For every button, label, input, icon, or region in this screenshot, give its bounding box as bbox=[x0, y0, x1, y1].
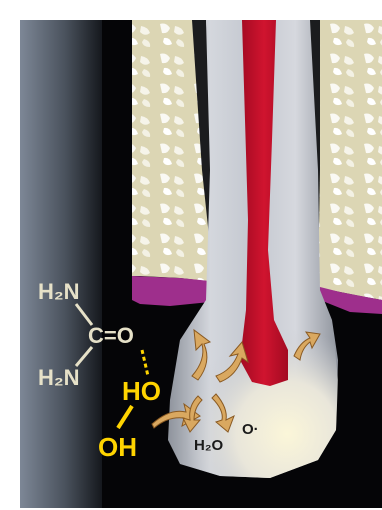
label-h2n-top: H₂N bbox=[38, 279, 80, 304]
label-h2n-bottom: H₂N bbox=[38, 365, 80, 390]
bone-right bbox=[316, 20, 382, 300]
label-ho: HO bbox=[122, 376, 161, 406]
label-oh: OH bbox=[98, 432, 137, 462]
label-oxygen-radical: O· bbox=[242, 421, 259, 438]
label-water: H₂O bbox=[194, 437, 223, 454]
left-wall bbox=[20, 20, 102, 508]
tooth-bleaching-illustration: H₂N C=O H₂N HO OH H₂O O· bbox=[20, 20, 382, 508]
label-carbonyl: C=O bbox=[88, 323, 134, 348]
